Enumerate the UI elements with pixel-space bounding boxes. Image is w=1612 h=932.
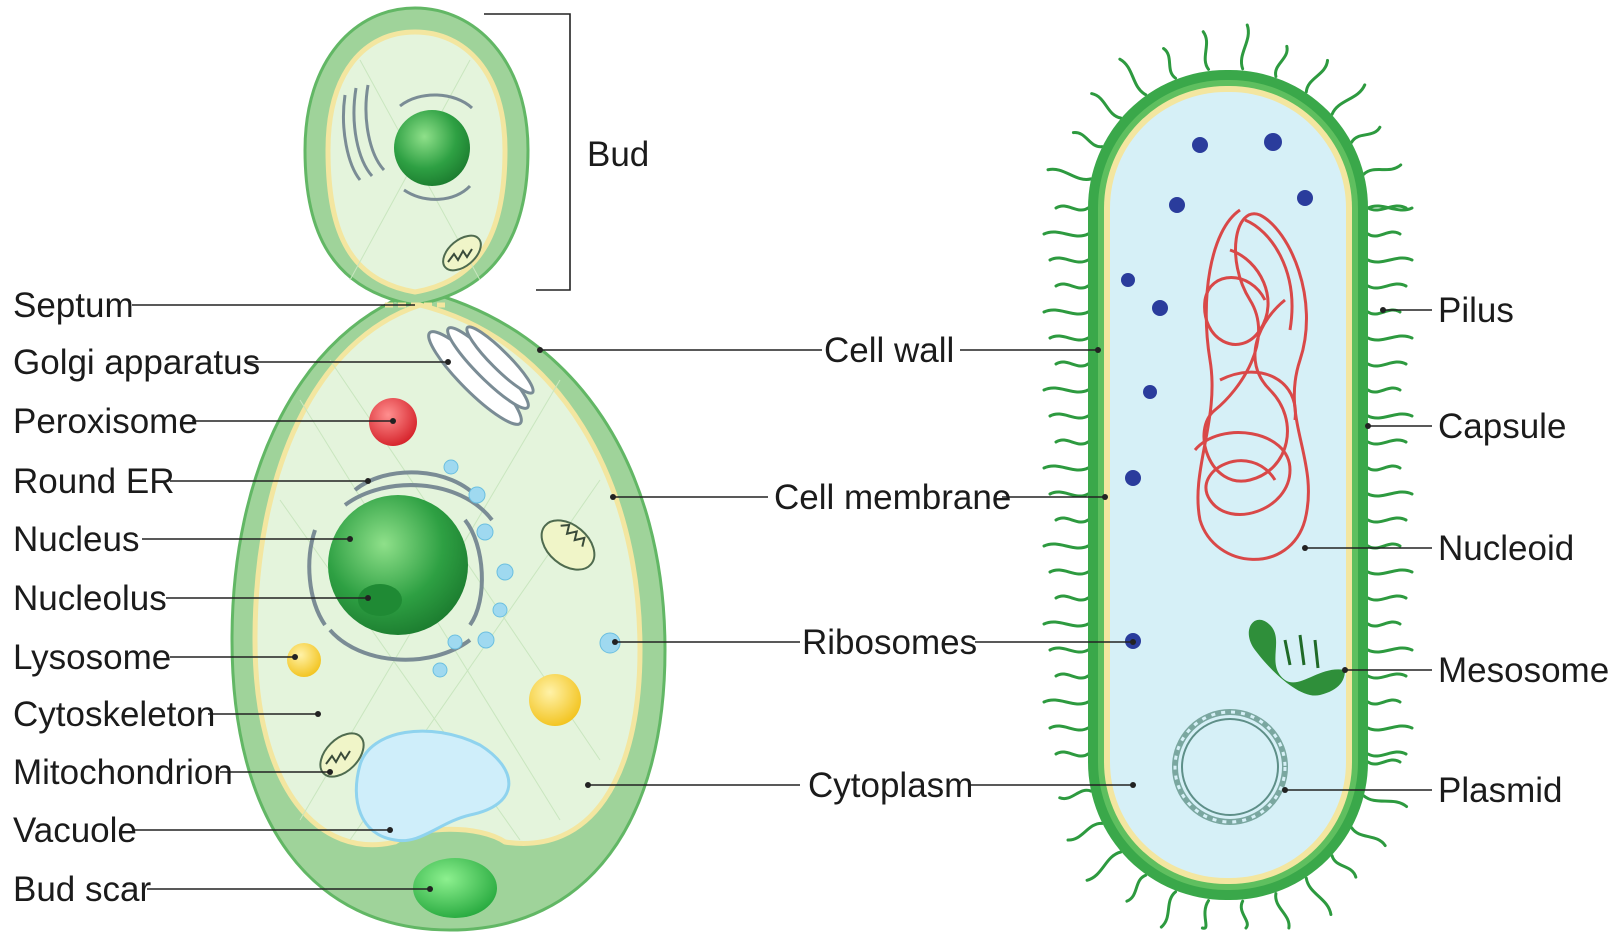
- pilus-fiber: [1073, 133, 1102, 147]
- pilus-fiber: [1048, 169, 1091, 179]
- pilus-fiber: [1332, 85, 1365, 114]
- label-cytoplasm: Cytoplasm: [808, 766, 973, 805]
- pilus-fiber: [1368, 284, 1406, 288]
- lysosome: [287, 643, 321, 677]
- pilus-fiber: [1050, 414, 1088, 418]
- pilus-fiber: [1056, 362, 1088, 366]
- lysosome-large: [529, 674, 581, 726]
- label-bud: Bud: [587, 135, 649, 174]
- pilus-fiber: [1364, 165, 1401, 174]
- pilus-fiber: [1056, 752, 1088, 756]
- pilus-fiber: [1044, 466, 1088, 470]
- pilus-fiber: [1161, 892, 1175, 927]
- pilus-fiber: [1127, 875, 1146, 901]
- pilus-fiber: [1368, 440, 1406, 444]
- label-nucleoid: Nucleoid: [1438, 529, 1574, 568]
- label-mitochondrion: Mitochondrion: [13, 753, 233, 792]
- pilus-fiber: [1368, 232, 1400, 236]
- pilus-fiber: [1056, 440, 1088, 444]
- nucleolus: [358, 584, 402, 616]
- pilus-fiber: [1056, 284, 1088, 288]
- pilus-fiber: [1044, 700, 1088, 704]
- pilus-fiber: [1202, 901, 1208, 929]
- pilus-fiber: [1352, 127, 1380, 142]
- bud-scar: [413, 858, 497, 918]
- pilus-fiber: [1050, 336, 1088, 340]
- pilus-fiber: [1092, 94, 1121, 118]
- pilus-fiber: [1332, 856, 1356, 877]
- pilus-fiber: [1056, 206, 1088, 210]
- pilus-fiber: [1050, 726, 1088, 730]
- bacterium-cytoplasm: [1110, 92, 1346, 878]
- pilus-fiber: [1368, 258, 1412, 262]
- pilus-fiber: [1050, 570, 1088, 574]
- label-nucleus: Nucleus: [13, 520, 139, 559]
- pilus-fiber: [1306, 60, 1327, 92]
- label-bud-scar: Bud scar: [13, 870, 151, 909]
- pilus-fiber: [1276, 894, 1289, 928]
- label-nucleolus: Nucleolus: [13, 579, 167, 618]
- bud-nucleus: [394, 110, 470, 186]
- pilus-fiber: [1056, 674, 1088, 678]
- label-vacuole: Vacuole: [13, 811, 137, 850]
- pilus-fiber: [1050, 258, 1088, 262]
- label-ribosomes: Ribosomes: [802, 623, 977, 662]
- label-golgi-apparatus: Golgi apparatus: [13, 343, 260, 382]
- pilus-fiber: [1368, 492, 1412, 496]
- pilus-fiber: [1044, 310, 1088, 314]
- pilus-fiber: [1368, 760, 1400, 764]
- pilus-fiber: [1087, 852, 1121, 880]
- pilus-fiber: [1056, 596, 1088, 600]
- pilus-fiber: [1056, 518, 1088, 522]
- label-septum: Septum: [13, 286, 134, 325]
- pilus-fiber: [1164, 49, 1176, 79]
- pilus-fiber: [1044, 544, 1088, 548]
- label-pilus: Pilus: [1438, 291, 1514, 330]
- pilus-fiber: [1368, 414, 1412, 418]
- pilus-fiber: [1368, 466, 1400, 470]
- pilus-fiber: [1352, 828, 1386, 846]
- label-cytoskeleton: Cytoskeleton: [13, 695, 215, 734]
- pilus-fiber: [1241, 901, 1247, 928]
- pilus-fiber: [1364, 796, 1407, 807]
- pilus-fiber: [1050, 492, 1088, 496]
- pilus-fiber: [1306, 878, 1331, 914]
- label-capsule: Capsule: [1438, 407, 1566, 446]
- pilus-fiber: [1368, 648, 1412, 652]
- pilus-fiber: [1368, 518, 1406, 522]
- pilus-fiber: [1276, 46, 1288, 76]
- pilus-fiber: [1044, 388, 1088, 392]
- pilus-fiber: [1060, 790, 1091, 798]
- pilus-fiber: [1368, 336, 1412, 340]
- pilus-fiber: [1044, 232, 1088, 236]
- pilus-fiber: [1050, 648, 1088, 652]
- nucleus: [328, 495, 468, 635]
- pilus-fiber: [1368, 700, 1400, 704]
- label-peroxisome: Peroxisome: [13, 402, 198, 441]
- pilus-fiber: [1368, 726, 1412, 730]
- pilus-fiber: [1368, 570, 1412, 574]
- pilus-fiber: [1368, 388, 1400, 392]
- label-round-er: Round ER: [13, 462, 174, 501]
- pilus-fiber: [1068, 823, 1102, 840]
- pilus-fiber: [1368, 596, 1406, 600]
- bacterium-cell: [1044, 25, 1412, 928]
- pilus-fiber: [1368, 622, 1400, 626]
- pilus-fiber: [1368, 674, 1406, 678]
- label-cell-membrane: Cell membrane: [774, 478, 1011, 517]
- pilus-fiber: [1368, 752, 1406, 756]
- label-mesosome: Mesosome: [1438, 651, 1609, 690]
- pilus-fiber: [1368, 362, 1406, 366]
- label-plasmid: Plasmid: [1438, 771, 1562, 810]
- pilus-fiber: [1241, 25, 1248, 69]
- label-lysosome: Lysosome: [13, 638, 171, 677]
- pilus-fiber: [1203, 32, 1208, 70]
- pilus-fiber: [1120, 59, 1146, 95]
- label-cell-wall: Cell wall: [824, 331, 954, 370]
- pilus-fiber: [1044, 622, 1088, 626]
